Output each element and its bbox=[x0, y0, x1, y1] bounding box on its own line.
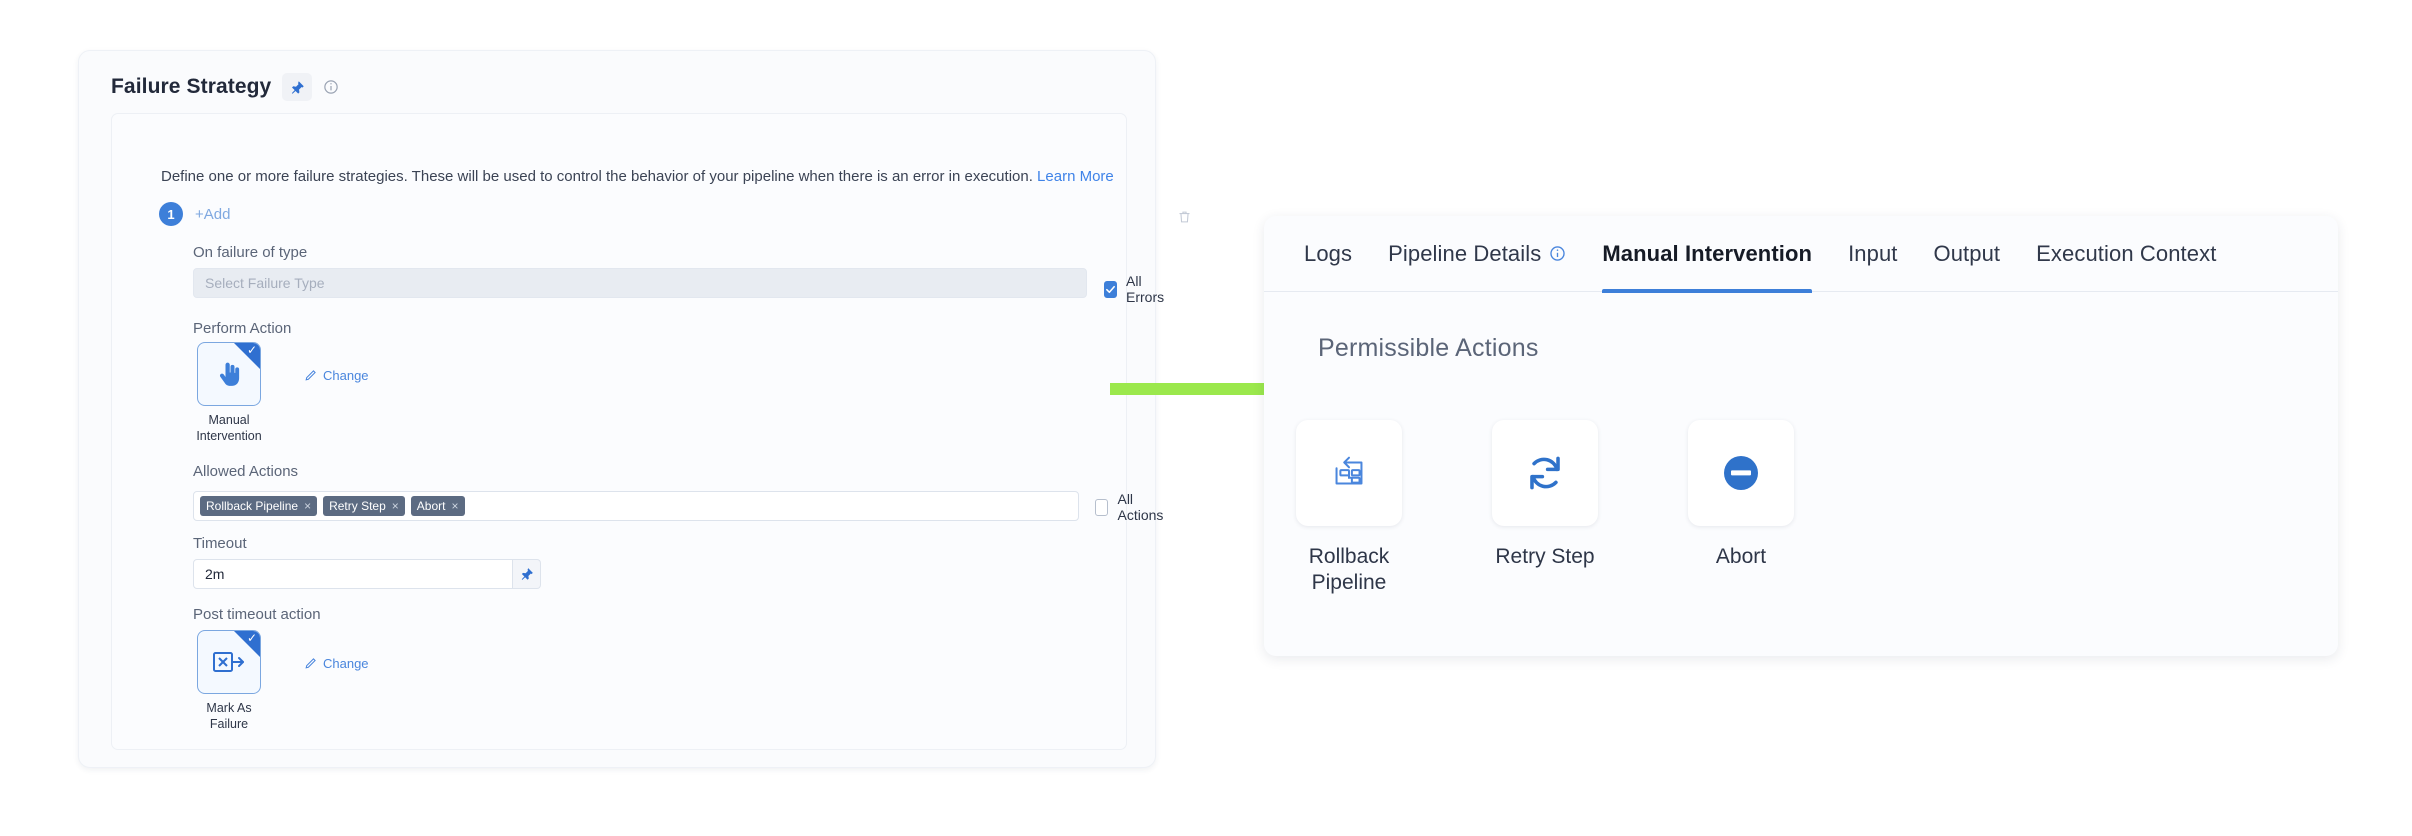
tag-label: Rollback Pipeline bbox=[206, 499, 299, 513]
tag-label: Abort bbox=[416, 499, 446, 513]
perform-action-tile-wrap: ✓ Manual Intervention bbox=[196, 342, 272, 444]
tag-remove-icon[interactable]: × bbox=[391, 499, 399, 513]
all-actions-checkbox-row[interactable]: All Actions bbox=[1095, 491, 1167, 523]
mark-as-failure-icon bbox=[213, 652, 244, 672]
timeout-field-group: 2m bbox=[193, 559, 541, 589]
tag-remove-icon[interactable]: × bbox=[304, 499, 312, 513]
action-tile[interactable] bbox=[1296, 420, 1402, 526]
tab-logs[interactable]: Logs bbox=[1304, 216, 1352, 292]
timeout-pin-icon[interactable] bbox=[513, 559, 541, 589]
tile-check-icon: ✓ bbox=[246, 343, 257, 357]
strategy-add-row: 1 +Add bbox=[159, 202, 230, 226]
tab-label: Pipeline Details bbox=[1388, 240, 1542, 266]
card-header: Failure Strategy bbox=[111, 73, 339, 101]
action-label-line1: Rollback bbox=[1308, 545, 1390, 568]
timeout-value: 2m bbox=[205, 566, 225, 582]
label-perform-action: Perform Action bbox=[193, 320, 292, 337]
perform-action-caption-line1: Manual bbox=[208, 413, 250, 427]
label-post-timeout-action: Post timeout action bbox=[193, 606, 321, 623]
info-circle-icon[interactable] bbox=[323, 79, 339, 95]
tile-check-icon: ✓ bbox=[246, 631, 257, 645]
strategy-index-badge[interactable]: 1 bbox=[159, 202, 183, 226]
post-timeout-caption-line2: Failure bbox=[209, 716, 249, 731]
abort-icon bbox=[1724, 456, 1758, 490]
trash-icon[interactable] bbox=[1177, 209, 1192, 230]
step-details-panel: Logs Pipeline Details Manual Interventio… bbox=[1264, 216, 2338, 656]
description-text: Define one or more failure strategies. T… bbox=[161, 169, 1114, 184]
change-post-timeout-label: Change bbox=[323, 656, 369, 671]
learn-more-link[interactable]: Learn More bbox=[1037, 168, 1114, 185]
permissible-action-abort[interactable]: Abort bbox=[1688, 420, 1794, 597]
post-timeout-caption-line1: Mark As bbox=[206, 701, 252, 715]
retry-step-icon bbox=[1530, 456, 1560, 490]
allowed-actions-input[interactable]: Rollback Pipeline × Retry Step × Abort × bbox=[193, 491, 1079, 521]
pencil-icon bbox=[305, 658, 316, 669]
all-actions-checkbox[interactable] bbox=[1095, 498, 1109, 516]
tab-execution-context[interactable]: Execution Context bbox=[2036, 216, 2216, 292]
permissible-actions-title: Permissible Actions bbox=[1318, 334, 1539, 362]
action-label: Abort bbox=[1676, 544, 1806, 570]
action-label-line1: Retry Step bbox=[1495, 545, 1595, 568]
rollback-pipeline-icon bbox=[1335, 456, 1363, 485]
tag-rollback-pipeline[interactable]: Rollback Pipeline × bbox=[200, 496, 318, 516]
tab-label: Execution Context bbox=[2036, 240, 2217, 266]
action-label: Retry Step bbox=[1480, 544, 1610, 570]
perform-action-caption: Manual Intervention bbox=[186, 413, 272, 444]
action-tile[interactable] bbox=[1688, 420, 1794, 526]
all-actions-label: All Actions bbox=[1117, 491, 1164, 523]
perform-action-caption-line2: Intervention bbox=[196, 428, 262, 443]
action-label-line2: Pipeline bbox=[1311, 571, 1387, 595]
tile-selected-corner bbox=[234, 631, 260, 657]
post-timeout-tile[interactable]: ✓ bbox=[197, 630, 261, 694]
description-body: Define one or more failure strategies. T… bbox=[161, 168, 1033, 185]
add-strategy-button[interactable]: +Add bbox=[195, 205, 231, 223]
pencil-icon bbox=[305, 370, 316, 381]
all-errors-label: All Errors bbox=[1126, 273, 1165, 305]
post-timeout-caption: Mark As Failure bbox=[186, 701, 272, 732]
tag-abort[interactable]: Abort × bbox=[410, 496, 465, 516]
post-timeout-tile-wrap: ✓ Mark As Failure bbox=[197, 630, 272, 732]
tag-retry-step[interactable]: Retry Step × bbox=[323, 496, 405, 516]
tab-manual-intervention[interactable]: Manual Intervention bbox=[1602, 216, 1813, 293]
failure-strategy-card: Failure Strategy Define one or more fail… bbox=[78, 50, 1190, 768]
tile-selected-corner bbox=[234, 343, 260, 369]
action-label-line1: Abort bbox=[1715, 545, 1767, 568]
tab-output[interactable]: Output bbox=[1934, 216, 2001, 292]
tag-remove-icon[interactable]: × bbox=[451, 499, 459, 513]
tab-label: Logs bbox=[1304, 240, 1353, 266]
tab-input[interactable]: Input bbox=[1848, 216, 1897, 292]
tab-label: Manual Intervention bbox=[1602, 240, 1813, 266]
tag-label: Retry Step bbox=[329, 499, 386, 513]
label-allowed-actions: Allowed Actions bbox=[193, 463, 299, 480]
label-timeout: Timeout bbox=[193, 535, 247, 552]
tab-pipeline-details[interactable]: Pipeline Details bbox=[1388, 216, 1566, 292]
tab-bar: Logs Pipeline Details Manual Interventio… bbox=[1264, 216, 2338, 293]
info-circle-icon bbox=[1550, 246, 1566, 261]
page-title: Failure Strategy bbox=[111, 75, 272, 98]
change-perform-action-button[interactable]: Change bbox=[304, 368, 369, 383]
change-post-timeout-action-button[interactable]: Change bbox=[304, 656, 369, 671]
perform-action-tile[interactable]: ✓ bbox=[197, 342, 261, 406]
label-on-failure-of-type: On failure of type bbox=[193, 244, 308, 261]
tab-label: Output bbox=[1933, 240, 2001, 266]
failure-type-placeholder: Select Failure Type bbox=[205, 275, 325, 291]
strategy-inner-panel bbox=[111, 113, 1127, 750]
action-label: Rollback Pipeline bbox=[1284, 544, 1414, 597]
permissible-action-retry-step[interactable]: Retry Step bbox=[1492, 420, 1598, 597]
pin-icon[interactable] bbox=[282, 73, 313, 101]
all-errors-checkbox-row[interactable]: All Errors bbox=[1104, 273, 1168, 305]
permissible-actions-list: Rollback Pipeline Retry Step bbox=[1296, 420, 1794, 597]
tab-label: Input bbox=[1848, 240, 1898, 266]
timeout-input[interactable]: 2m bbox=[193, 559, 513, 589]
permissible-action-rollback-pipeline[interactable]: Rollback Pipeline bbox=[1296, 420, 1402, 597]
failure-type-select[interactable]: Select Failure Type bbox=[193, 268, 1087, 298]
change-perform-action-label: Change bbox=[323, 368, 369, 383]
action-tile[interactable] bbox=[1492, 420, 1598, 526]
all-errors-checkbox[interactable] bbox=[1104, 280, 1117, 298]
